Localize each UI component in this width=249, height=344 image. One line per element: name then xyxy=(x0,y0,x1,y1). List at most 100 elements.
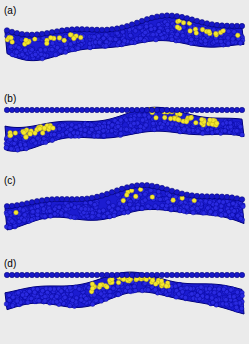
cell-dot xyxy=(48,214,53,219)
cell-dot xyxy=(217,292,222,297)
cell-dot xyxy=(214,31,219,36)
cell-dot xyxy=(229,288,234,293)
boundary-dot xyxy=(84,196,89,201)
cell-dot xyxy=(95,133,100,138)
cell-dot xyxy=(77,287,82,292)
cell-dot xyxy=(189,115,194,120)
cell-dot xyxy=(96,34,101,39)
boundary-dot xyxy=(124,23,129,28)
cell-dot xyxy=(215,129,220,134)
cell-dot xyxy=(50,47,55,52)
cell-dot xyxy=(62,38,67,43)
cell-dot xyxy=(231,37,236,42)
cell-dot xyxy=(138,25,143,30)
cell-dot xyxy=(89,127,94,132)
cell-dot xyxy=(142,282,147,287)
cell-dot xyxy=(68,303,73,308)
cell-dot xyxy=(107,214,112,219)
boundary-dot xyxy=(114,272,119,277)
boundary-dot xyxy=(49,30,54,35)
boundary-dot xyxy=(189,193,194,198)
cell-dot xyxy=(14,210,19,215)
panel-label: (a) xyxy=(4,6,16,16)
cell-dot xyxy=(158,197,163,202)
cell-dot xyxy=(144,123,149,128)
cell-dot xyxy=(154,116,159,121)
cell-dot xyxy=(90,286,95,291)
boundary-dot xyxy=(179,14,184,19)
boundary-dot xyxy=(109,27,114,32)
cell-dot xyxy=(84,296,89,301)
cell-dot xyxy=(240,203,245,208)
boundary-dot xyxy=(84,27,89,32)
cell-dot xyxy=(226,209,231,214)
cell-dot xyxy=(98,283,103,288)
boundary-dot xyxy=(14,107,19,112)
cell-dot xyxy=(112,213,117,218)
cell-dot xyxy=(122,38,127,43)
cell-dot xyxy=(39,52,44,57)
cell-dot xyxy=(30,47,35,52)
boundary-dot xyxy=(69,107,74,112)
cell-dot xyxy=(104,32,109,37)
boundary-dot xyxy=(159,185,164,190)
cell-dot xyxy=(196,202,201,207)
cell-dot xyxy=(68,286,73,291)
cell-dot xyxy=(66,204,71,209)
cell-dot xyxy=(153,287,158,292)
cell-dot xyxy=(168,116,173,121)
cell-dot xyxy=(188,29,193,34)
cell-dot xyxy=(108,214,113,219)
boundary-dot xyxy=(154,14,159,19)
cell-dot xyxy=(191,210,196,215)
boundary-dot xyxy=(104,191,109,196)
cell-dot xyxy=(20,293,25,298)
boundary-dot xyxy=(124,185,129,190)
boundary-dot xyxy=(159,272,164,277)
tissue-band xyxy=(5,187,244,230)
cell-dot xyxy=(219,213,224,218)
boundary-dot xyxy=(134,183,139,188)
cell-dot xyxy=(157,29,162,34)
boundary-dot xyxy=(84,107,89,112)
cell-dot xyxy=(43,294,48,299)
cell-dot xyxy=(159,279,164,284)
cell-dot xyxy=(223,128,228,133)
boundary-dot xyxy=(199,194,204,199)
cell-dot xyxy=(170,37,175,42)
boundary-dot xyxy=(84,272,89,277)
boundary-dot xyxy=(29,107,34,112)
cell-dot xyxy=(235,129,240,134)
boundary-dot xyxy=(224,107,229,112)
boundary-dot xyxy=(204,194,209,199)
cell-dot xyxy=(131,206,136,211)
cell-dot xyxy=(88,200,93,205)
boundary-dot xyxy=(59,196,64,201)
boundary-dot xyxy=(94,107,99,112)
cell-dot xyxy=(208,118,213,123)
cell-dot xyxy=(169,207,174,212)
boundary-dot xyxy=(69,272,74,277)
boundary-dot xyxy=(219,23,224,28)
cell-dot xyxy=(79,298,84,303)
boundary-dot xyxy=(19,202,24,207)
boundary-dot xyxy=(149,15,154,20)
cell-dot xyxy=(181,20,186,25)
boundary-dot xyxy=(54,107,59,112)
boundary-dot xyxy=(29,32,34,37)
boundary-dot xyxy=(44,272,49,277)
boundary-dot xyxy=(129,107,134,112)
cell-dot xyxy=(4,145,9,150)
cell-dot xyxy=(108,293,113,298)
cell-dot xyxy=(21,208,26,213)
cell-dot xyxy=(133,29,138,34)
cell-dot xyxy=(15,148,20,153)
cell-dot xyxy=(116,292,121,297)
boundary-dot xyxy=(154,272,159,277)
cell-dot xyxy=(142,113,147,118)
cell-dot xyxy=(42,126,47,131)
cell-dot xyxy=(68,293,73,298)
boundary-dot xyxy=(9,29,14,34)
boundary-dot xyxy=(39,31,44,36)
